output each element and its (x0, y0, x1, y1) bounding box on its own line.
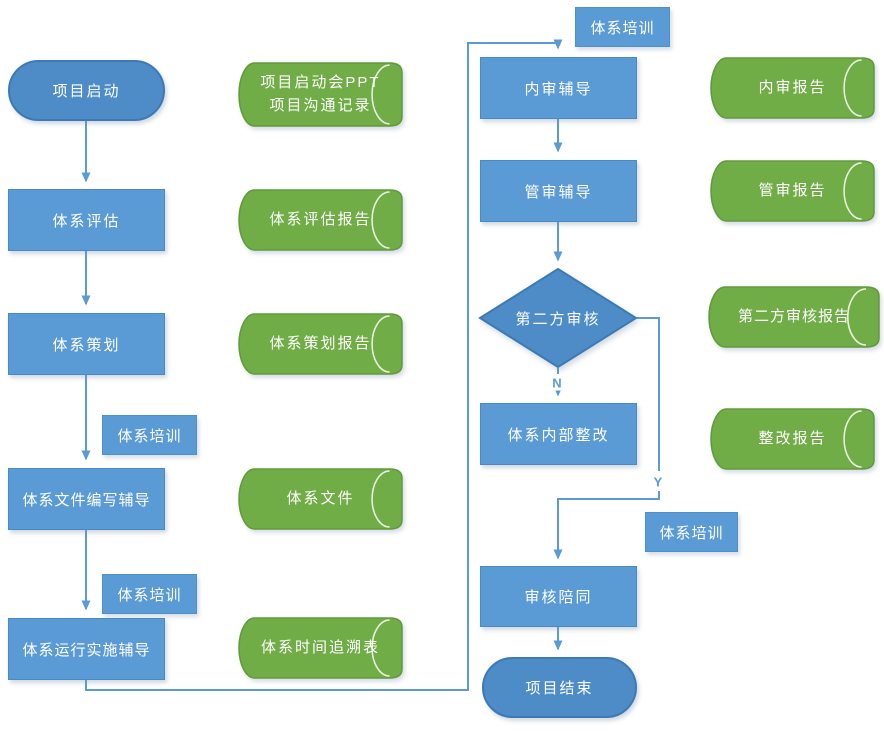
training-note-doc-writing: 体系培训 (102, 415, 197, 455)
document-internal-audit-report: 内审报告 (710, 57, 875, 119)
document-system-docs-text: 体系文件 (286, 489, 355, 507)
process-internal-audit-label: 内审辅导 (524, 80, 593, 98)
document-time-trace-text: 体系时间追溯表 (260, 638, 380, 656)
cylinder-shape (238, 62, 403, 127)
document-kickoff-text: 项目启动会PPT 项目沟通记录 (260, 74, 381, 114)
process-doc-writing-label: 体系文件编写辅导 (22, 491, 151, 509)
document-second-party-report: 第二方审核报告 (708, 286, 880, 348)
start-terminal: 项目启动 (8, 60, 165, 121)
document-assess-report: 体系评估报告 (238, 189, 403, 251)
process-operation: 体系运行实施辅导 (8, 618, 165, 680)
document-rectify-report: 整改报告 (710, 408, 875, 470)
cylinder-shape (238, 617, 403, 679)
document-kickoff: 项目启动会PPT 项目沟通记录 (238, 62, 403, 127)
process-mgmt-review-label: 管审辅导 (524, 183, 593, 201)
process-assess: 体系评估 (8, 189, 165, 251)
document-internal-audit-report-text: 内审报告 (758, 78, 827, 96)
document-plan-report-text: 体系策划报告 (269, 334, 372, 352)
process-internal-audit: 内审辅导 (480, 57, 637, 119)
decision-yes-line (637, 317, 660, 471)
end-label: 项目结束 (525, 680, 594, 697)
diamond-shape (478, 268, 638, 368)
document-rectify-report-text: 整改报告 (758, 429, 827, 447)
cylinder-shape (710, 408, 875, 470)
training-note-internal-audit: 体系培训 (575, 7, 670, 47)
document-plan-report: 体系策划报告 (238, 313, 403, 375)
cylinder-shape (238, 189, 403, 251)
process-assess-label: 体系评估 (52, 212, 121, 230)
decision-yes-label: Y (652, 474, 664, 490)
document-second-party-report-text: 第二方审核报告 (737, 307, 850, 325)
elbow-yes-to-accompany (553, 491, 660, 560)
end-terminal: 项目结束 (482, 657, 637, 718)
cylinder-shape (238, 313, 403, 375)
process-mgmt-review: 管审辅导 (480, 160, 637, 222)
training-note-label: 体系培训 (117, 427, 182, 445)
process-internal-rectify: 体系内部整改 (480, 403, 637, 465)
cylinder-shape (710, 57, 875, 119)
process-doc-writing: 体系文件编写辅导 (8, 468, 165, 530)
training-note-label: 体系培训 (117, 586, 182, 604)
process-audit-accompany-label: 审核陪同 (524, 589, 593, 606)
decision-no-label: N (551, 375, 563, 391)
decision-second-party-audit: 第二方审核 (478, 268, 638, 368)
cylinder-shape (708, 286, 880, 348)
elbow-operation-to-internal-audit (85, 39, 563, 691)
process-internal-rectify-label: 体系内部整改 (507, 426, 610, 444)
training-note-operation: 体系培训 (102, 574, 197, 614)
process-plan: 体系策划 (8, 313, 165, 375)
document-mgmt-review-report-text: 管审报告 (758, 181, 827, 199)
cylinder-shape (238, 468, 403, 530)
training-note-accompany: 体系培训 (645, 512, 738, 552)
decision-second-party-label: 第二方审核 (515, 310, 601, 328)
document-system-docs: 体系文件 (238, 468, 403, 530)
training-note-label: 体系培训 (659, 524, 724, 542)
start-label: 项目启动 (52, 83, 121, 100)
process-plan-label: 体系策划 (52, 336, 121, 354)
document-assess-report-text: 体系评估报告 (269, 210, 372, 228)
cylinder-shape (710, 160, 875, 222)
document-time-trace: 体系时间追溯表 (238, 617, 403, 679)
training-note-label: 体系培训 (590, 19, 655, 37)
process-operation-label: 体系运行实施辅导 (22, 641, 151, 659)
document-mgmt-review-report: 管审报告 (710, 160, 875, 222)
process-audit-accompany: 审核陪同 (480, 566, 637, 627)
